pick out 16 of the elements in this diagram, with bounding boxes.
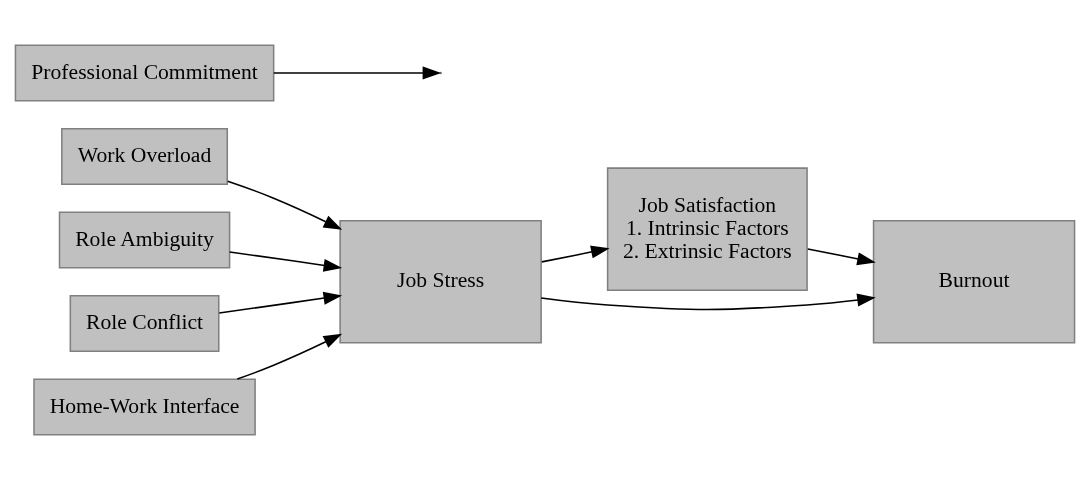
node-box: Work Overload <box>61 127 229 186</box>
arrow <box>218 291 343 314</box>
arrow <box>273 66 442 80</box>
arrow <box>540 293 876 311</box>
arrow <box>228 251 343 272</box>
node-box: Job Stress <box>339 219 542 344</box>
node-box: Home-Work Interface <box>33 378 256 436</box>
node-box: Role Conflict <box>69 294 220 353</box>
node-box: Job Satisfaction 1. Intrinsic Factors 2. Extrinsic Factors <box>606 167 808 292</box>
arrow <box>541 245 610 263</box>
node-box: Role Ambiguity <box>58 211 231 269</box>
arrow <box>236 333 343 380</box>
arrow <box>226 180 343 230</box>
node-box: Professional Commitment <box>14 44 275 102</box>
node-box: Burnout <box>872 219 1076 344</box>
arrow <box>807 248 876 266</box>
